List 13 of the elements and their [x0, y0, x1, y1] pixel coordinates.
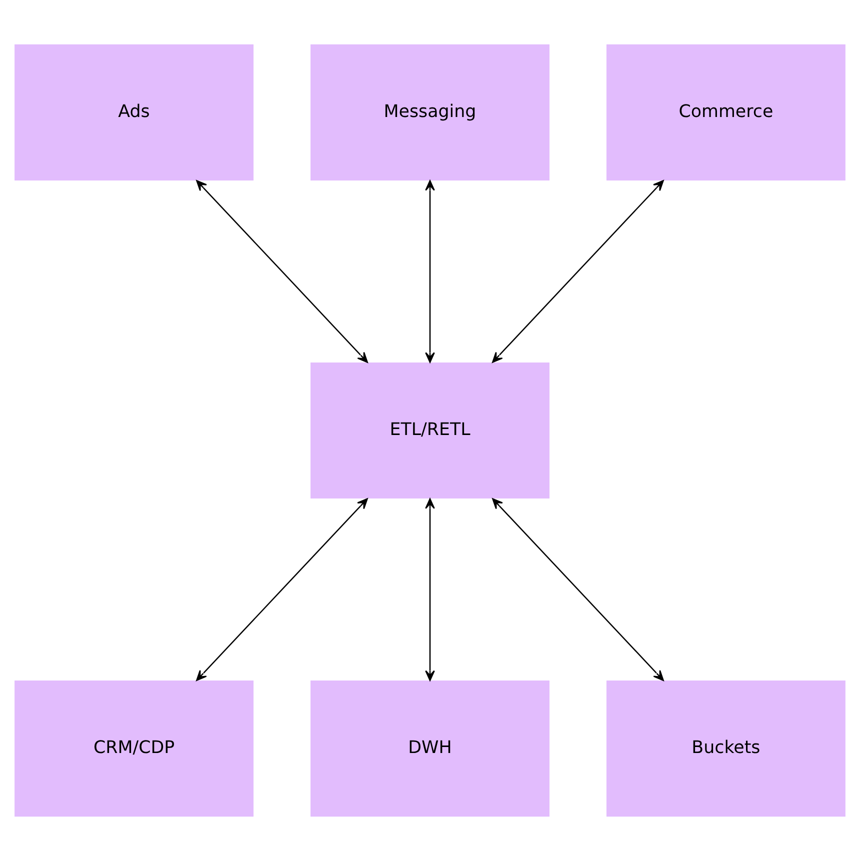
arrow: [425, 498, 435, 680]
arrow: [196, 180, 368, 362]
node-box: Messaging: [310, 44, 550, 180]
node-box: Ads: [14, 44, 254, 180]
node-box: ETL/RETL: [310, 362, 550, 498]
node-box: DWH: [310, 680, 550, 816]
node-box: Commerce: [606, 44, 846, 180]
node-box: Buckets: [606, 680, 846, 816]
arrow: [196, 498, 368, 680]
arrow: [492, 498, 664, 680]
arrow: [425, 180, 435, 362]
arrow: [492, 180, 664, 362]
node-box: CRM/CDP: [14, 680, 254, 816]
